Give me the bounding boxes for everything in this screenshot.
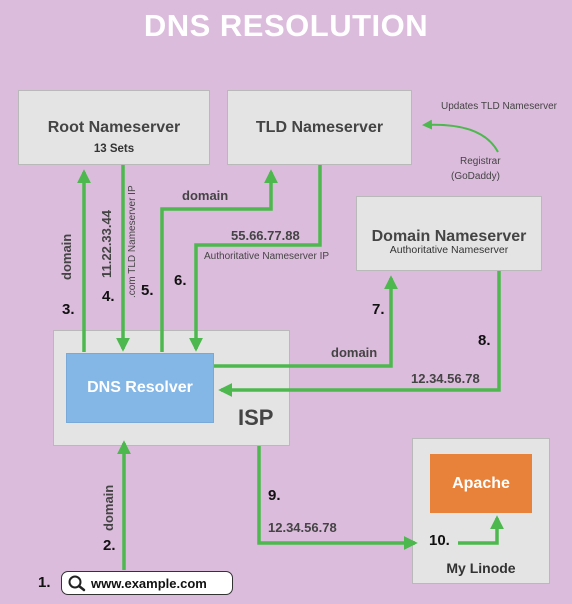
isp-label: ISP: [238, 405, 274, 430]
search-bar[interactable]: www.example.com: [61, 571, 233, 595]
domain-nameserver-title: Domain Nameserver: [371, 228, 527, 245]
label-domain-tld: domain: [182, 188, 229, 203]
step-8: 8.: [478, 332, 491, 349]
arrow-7-resolver-to-domain-ns: [214, 275, 398, 368]
step-3: 3.: [62, 301, 75, 318]
arrow-5-resolver-to-tld: [160, 169, 278, 352]
domain-nameserver-subtitle: Authoritative Nameserver: [389, 244, 509, 256]
arrow-10-linode-to-apache: [458, 515, 504, 545]
step-2: 2.: [103, 537, 116, 554]
dns-resolver-box: DNS Resolver: [66, 353, 214, 423]
step-9: 9.: [268, 487, 281, 504]
label-domain-user: domain: [101, 484, 116, 531]
label-auth-ns-ip: Authoritative Nameserver IP: [204, 251, 330, 262]
label-ip-root: 11.22.33.44: [99, 210, 114, 278]
step-1: 1.: [38, 574, 51, 591]
label-ip-tld: 55.66.77.88: [231, 228, 300, 243]
label-domain-dns: domain: [331, 345, 378, 360]
label-com-tld-ip: .com TLD Nameserver IP: [127, 185, 138, 298]
search-icon: [68, 575, 86, 592]
domain-nameserver-box: Domain Nameserver Authoritative Nameserv…: [356, 196, 542, 271]
arrow-9-resolver-to-linode: [257, 446, 418, 550]
diagram-title: DNS RESOLUTION: [143, 8, 429, 43]
root-nameserver-title: Root Nameserver: [47, 119, 181, 136]
root-nameserver-subtitle: 13 Sets: [93, 143, 135, 155]
linode-label: My Linode: [446, 560, 516, 576]
arrow-6-tld-to-resolver: [189, 165, 322, 352]
tld-nameserver-title: TLD Nameserver: [255, 119, 384, 136]
registrar-label: Registrar: [460, 156, 501, 167]
label-ip-linode: 12.34.56.78: [268, 520, 337, 535]
label-ip-dns: 12.34.56.78: [411, 371, 480, 386]
step-4: 4.: [102, 288, 115, 305]
apache-box: Apache: [430, 454, 532, 513]
arrow-8-domain-ns-to-resolver: [218, 271, 501, 397]
arrow-registrar-update-tld: [422, 119, 499, 153]
search-query: www.example.com: [91, 575, 207, 591]
step-5: 5.: [141, 282, 154, 299]
step-6: 6.: [174, 272, 187, 289]
updates-tld-label: Updates TLD Nameserver: [441, 101, 557, 112]
tld-nameserver-box: TLD Nameserver: [227, 90, 412, 165]
step-10: 10.: [429, 532, 450, 549]
root-nameserver-box: Root Nameserver 13 Sets: [18, 90, 210, 165]
registrar-name-label: (GoDaddy): [451, 171, 500, 182]
label-domain-root: domain: [59, 233, 74, 280]
step-7: 7.: [372, 301, 385, 318]
